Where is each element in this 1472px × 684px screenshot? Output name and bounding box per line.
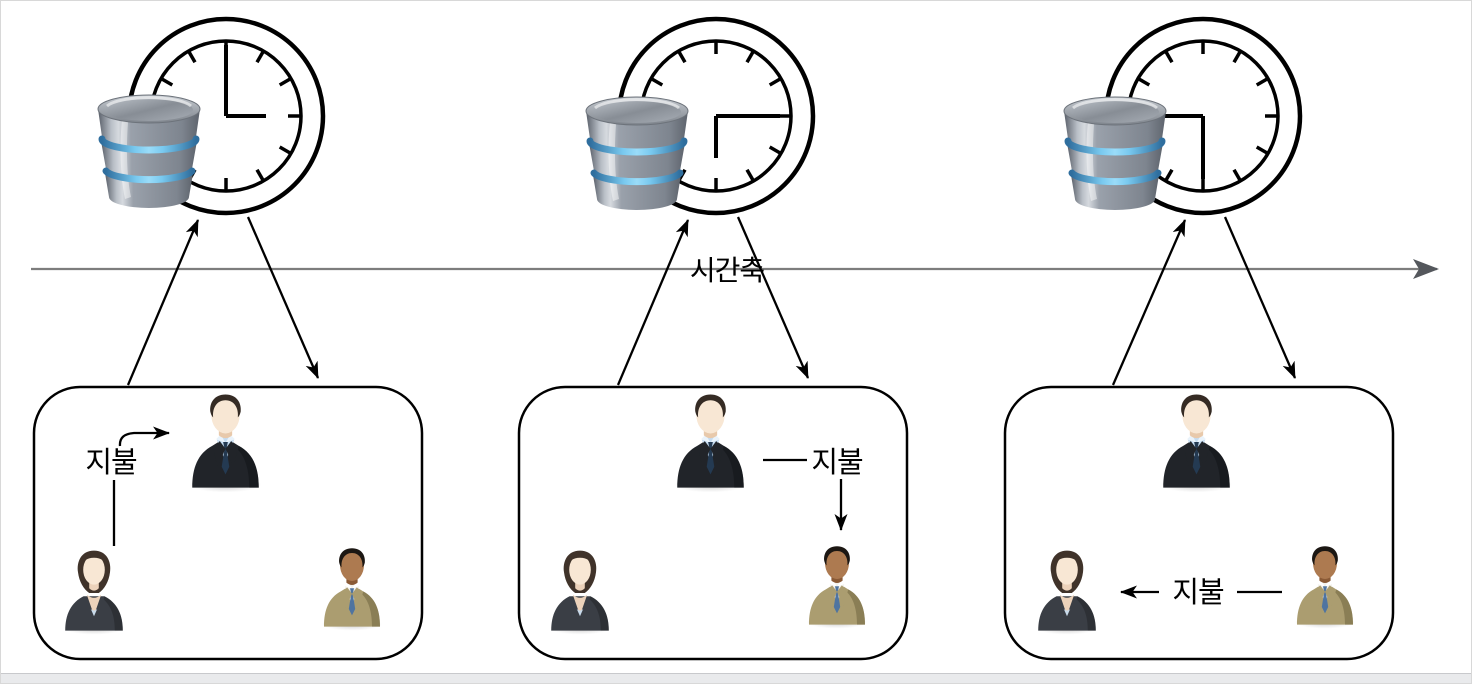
payment-label: 지불 [85,447,137,479]
time-axis-label: 시간축 [690,255,765,286]
arrow-box-to-clock [126,219,200,386]
arrow-clock-to-box [246,216,320,379]
clock-hands [714,114,780,158]
arrow-clock-to-box [736,216,810,379]
payment-label-bg [1159,576,1237,607]
bottom-strip [1,674,1471,683]
clock-hands [1164,114,1205,179]
payment-label: 지불 [1172,577,1224,609]
snapshot-box-3 [1003,385,1395,661]
database-icon [98,95,200,208]
clock-hands [224,45,266,118]
snapshot-box-1 [32,385,424,661]
clock-icon [129,19,323,213]
clock-icon [619,19,813,213]
payment-arrow [118,426,170,447]
snapshot-box-2 [517,385,909,661]
arrow-clock-to-box [1223,216,1297,379]
arrow-box-to-clock [1111,219,1187,386]
database-icon [1064,97,1166,210]
arrow-box-to-clock [616,219,690,386]
database-icon [586,97,688,210]
payment-label: 지불 [811,447,863,479]
clock-icon [1106,19,1300,213]
